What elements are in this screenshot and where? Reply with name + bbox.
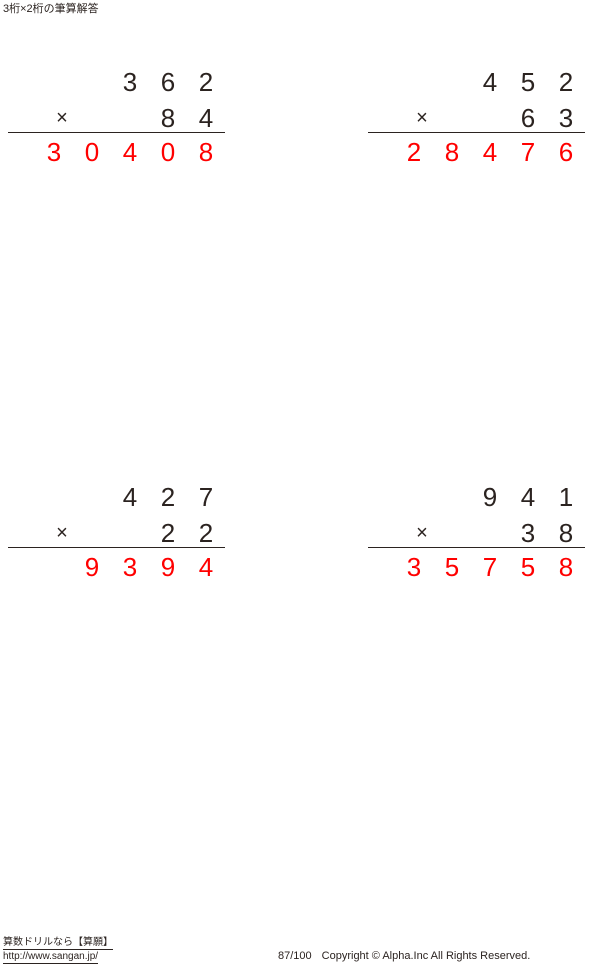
- multiplicand-digit: [73, 68, 111, 96]
- multiplier-digit: 8: [558, 518, 574, 548]
- multiplier-digit: 4: [198, 103, 214, 133]
- multiplicand-digit: 2: [198, 67, 214, 97]
- multiplicand-digit: 1: [558, 482, 574, 512]
- multiplicand-digit: 9: [482, 482, 498, 512]
- multiplier-digit: 3: [520, 518, 536, 548]
- footer-brand: 算数ドリルなら【算願】 http://www.sangan.jp/: [3, 936, 113, 964]
- answer-digit: 9: [84, 552, 100, 582]
- multiplicand-digit: [35, 68, 73, 96]
- answer-digit: 3: [46, 137, 62, 167]
- sum-rule-line: [8, 132, 225, 133]
- answer-digit: 3: [122, 552, 138, 582]
- multiplicand-digit: [73, 483, 111, 511]
- page-footer: 算数ドリルなら【算願】 http://www.sangan.jp/ 87/100…: [0, 934, 600, 968]
- answer-digit: 5: [520, 552, 536, 582]
- multiplier-digit: [433, 104, 471, 132]
- multiplier-digit: [471, 519, 509, 547]
- multiplication-operator-icon: ×: [416, 107, 428, 129]
- answer-digit: 8: [198, 137, 214, 167]
- multiplicand-digit: [35, 483, 73, 511]
- answer-digit: 4: [198, 552, 214, 582]
- multiplier-digit: [73, 104, 111, 132]
- multiplicand-digit: 2: [558, 67, 574, 97]
- footer-brand-name[interactable]: 算数ドリルなら【算願】: [3, 937, 113, 950]
- multiplier-digit: [111, 519, 149, 547]
- multiplicand-digit: 7: [198, 482, 214, 512]
- multiplicand-digit: 5: [520, 67, 536, 97]
- answer-digit: 9: [160, 552, 176, 582]
- multiplication-operator-icon: ×: [56, 107, 68, 129]
- copyright-notice: Copyright © Alpha.Inc All Rights Reserve…: [321, 950, 531, 962]
- multiplication-operator-icon: ×: [56, 522, 68, 544]
- answer-digit: 8: [558, 552, 574, 582]
- multiplier-digit: [433, 519, 471, 547]
- multiplier-digit: [73, 519, 111, 547]
- multiplicand-digit: 6: [160, 67, 176, 97]
- sum-rule-line: [8, 547, 225, 548]
- answer-digit: 4: [122, 137, 138, 167]
- answer-digit: 3: [406, 552, 422, 582]
- multiplier-digit: 3: [558, 103, 574, 133]
- footer-meta: 87/100 Copyright © Alpha.Inc All Rights R…: [278, 949, 530, 963]
- sum-rule-line: [368, 132, 585, 133]
- sum-rule-line: [368, 547, 585, 548]
- answer-digit: 7: [520, 137, 536, 167]
- multiplicand-digit: [395, 483, 433, 511]
- multiplicand-digit: [433, 68, 471, 96]
- multiplicand-digit: [395, 68, 433, 96]
- multiplier-digit: 2: [198, 518, 214, 548]
- multiplier-digit: [471, 104, 509, 132]
- answer-digit: 0: [160, 137, 176, 167]
- answer-digit: 4: [482, 137, 498, 167]
- multiplicand-digit: [433, 483, 471, 511]
- page-number: 87/100: [278, 950, 312, 962]
- answer-digit: 8: [444, 137, 460, 167]
- multiplicand-digit: 2: [160, 482, 176, 512]
- answer-digit: 2: [406, 137, 422, 167]
- multiplier-digit: 2: [160, 518, 176, 548]
- multiplier-digit: [111, 104, 149, 132]
- multiplier-digit: 6: [520, 103, 536, 133]
- multiplicand-digit: 4: [520, 482, 536, 512]
- multiplication-operator-icon: ×: [416, 522, 428, 544]
- multiplier-digit: 8: [160, 103, 176, 133]
- answer-digit: 6: [558, 137, 574, 167]
- answer-digit: [35, 553, 73, 581]
- footer-brand-url[interactable]: http://www.sangan.jp/: [3, 951, 99, 964]
- answer-digit: 7: [482, 552, 498, 582]
- multiplicand-digit: 3: [122, 67, 138, 97]
- answer-digit: 5: [444, 552, 460, 582]
- answer-digit: 0: [84, 137, 100, 167]
- multiplicand-digit: 4: [482, 67, 498, 97]
- page-title: 3桁×2桁の筆算解答: [3, 3, 99, 15]
- multiplicand-digit: 4: [122, 482, 138, 512]
